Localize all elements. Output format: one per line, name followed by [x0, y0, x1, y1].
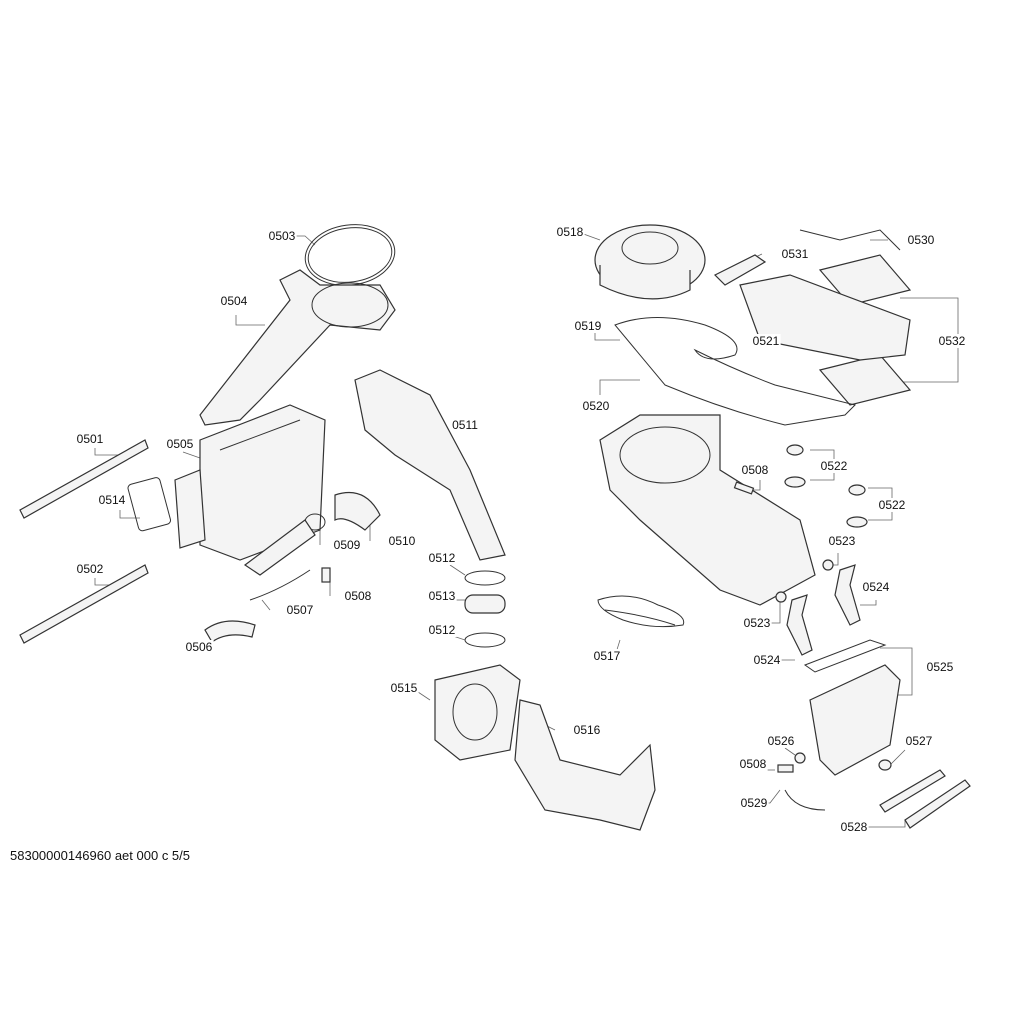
part-label-0528[interactable]: 0528 — [839, 820, 869, 834]
part-label-0513[interactable]: 0513 — [427, 589, 457, 603]
part-label-0517[interactable]: 0517 — [592, 649, 622, 663]
part-label-0532[interactable]: 0532 — [937, 334, 967, 348]
part-label-0503[interactable]: 0503 — [267, 229, 297, 243]
part-label-0527[interactable]: 0527 — [904, 734, 934, 748]
part-label-0515[interactable]: 0515 — [389, 681, 419, 695]
part-label-0507[interactable]: 0507 — [285, 603, 315, 617]
part-label-0516[interactable]: 0516 — [572, 723, 602, 737]
part-label-0508-bottom[interactable]: 0508 — [738, 757, 768, 771]
part-label-0501[interactable]: 0501 — [75, 432, 105, 446]
part-label-0522[interactable]: 0522 — [819, 459, 849, 473]
part-label-0531[interactable]: 0531 — [780, 247, 810, 261]
part-label-0505[interactable]: 0505 — [165, 437, 195, 451]
part-label-0506[interactable]: 0506 — [184, 640, 214, 654]
part-label-0502[interactable]: 0502 — [75, 562, 105, 576]
drawing-reference: 58300000146960 aet 000 c 5/5 — [10, 848, 191, 863]
part-label-0514[interactable]: 0514 — [97, 493, 127, 507]
part-label-0523-lower[interactable]: 0523 — [742, 616, 772, 630]
part-label-0529[interactable]: 0529 — [739, 796, 769, 810]
part-label-0522-lower[interactable]: 0522 — [877, 498, 907, 512]
part-label-0519[interactable]: 0519 — [573, 319, 603, 333]
part-label-0508[interactable]: 0508 — [343, 589, 373, 603]
part-label-0509[interactable]: 0509 — [332, 538, 362, 552]
part-label-0525[interactable]: 0525 — [925, 660, 955, 674]
part-label-0508-right[interactable]: 0508 — [740, 463, 770, 477]
part-label-0511[interactable]: 0511 — [451, 418, 479, 432]
part-label-0526[interactable]: 0526 — [766, 734, 796, 748]
part-label-0523[interactable]: 0523 — [827, 534, 857, 548]
part-label-0520[interactable]: 0520 — [581, 399, 611, 413]
parts — [19, 224, 971, 831]
part-label-0524-lower[interactable]: 0524 — [752, 653, 782, 667]
part-label-0521[interactable]: 0521 — [751, 334, 781, 348]
part-label-0512-lower[interactable]: 0512 — [427, 623, 457, 637]
part-label-0524[interactable]: 0524 — [861, 580, 891, 594]
part-label-0504[interactable]: 0504 — [219, 294, 249, 308]
part-label-0530[interactable]: 0530 — [906, 233, 936, 247]
part-label-0510[interactable]: 0510 — [387, 534, 417, 548]
part-label-0512[interactable]: 0512 — [427, 551, 457, 565]
part-label-0518[interactable]: 0518 — [555, 225, 585, 239]
